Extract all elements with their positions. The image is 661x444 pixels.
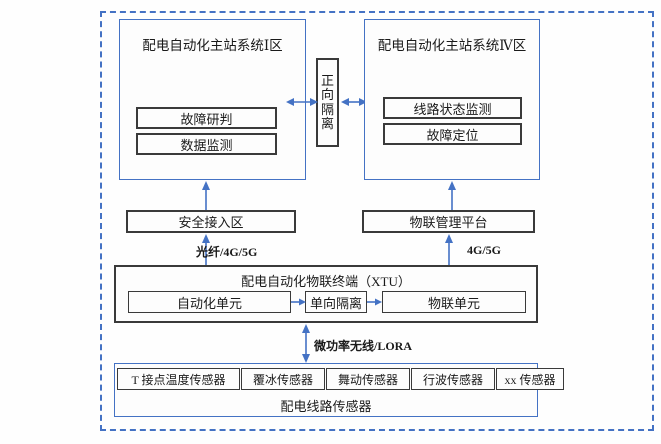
- master-station-zone4-title: 配电自动化主站系统Ⅳ区: [377, 38, 527, 53]
- link-label-fiber-4g-5g: 光纤/4G/5G: [196, 245, 258, 259]
- iot-management-platform-box[interactable]: 物联管理平台: [362, 210, 535, 233]
- link-label-4g-5g: 4G/5G: [467, 243, 502, 257]
- outer-system-boundary: [100, 11, 654, 431]
- module-data-monitoring[interactable]: 数据监测: [136, 133, 277, 155]
- isolation-char-4: 离: [320, 115, 334, 131]
- xtu-unidirectional-isolation[interactable]: 单向隔离: [305, 291, 367, 313]
- module-line-status-monitoring[interactable]: 线路状态监测: [383, 97, 522, 119]
- link-label-low-power-wireless: 微功率无线/LORA: [314, 339, 413, 353]
- xtu-terminal-title: 配电自动化物联终端（XTU）: [241, 274, 411, 289]
- security-access-zone-box[interactable]: 安全接入区: [126, 210, 296, 233]
- isolation-char-2: 向: [320, 87, 334, 103]
- isolation-char-3: 隔: [320, 101, 334, 117]
- sensor-icing[interactable]: 覆冰传感器: [241, 368, 325, 390]
- sensor-galloping[interactable]: 舞动传感器: [326, 368, 410, 390]
- isolation-char-1: 正: [320, 73, 334, 89]
- forward-isolation-box[interactable]: 正 向 隔 离: [316, 58, 339, 147]
- module-fault-diagnosis[interactable]: 故障研判: [136, 107, 277, 129]
- sensor-traveling-wave[interactable]: 行波传感器: [411, 368, 495, 390]
- sensor-contact-temperature[interactable]: T 接点温度传感器: [117, 368, 240, 390]
- xtu-automation-unit[interactable]: 自动化单元: [128, 291, 291, 313]
- sensor-xx[interactable]: xx 传感器: [496, 368, 564, 390]
- module-fault-location[interactable]: 故障定位: [383, 123, 522, 145]
- distribution-line-sensor-title: 配电线路传感器: [280, 399, 372, 414]
- master-station-zone1-title: 配电自动化主站系统Ⅰ区: [142, 38, 283, 53]
- xtu-iot-unit[interactable]: 物联单元: [382, 291, 526, 313]
